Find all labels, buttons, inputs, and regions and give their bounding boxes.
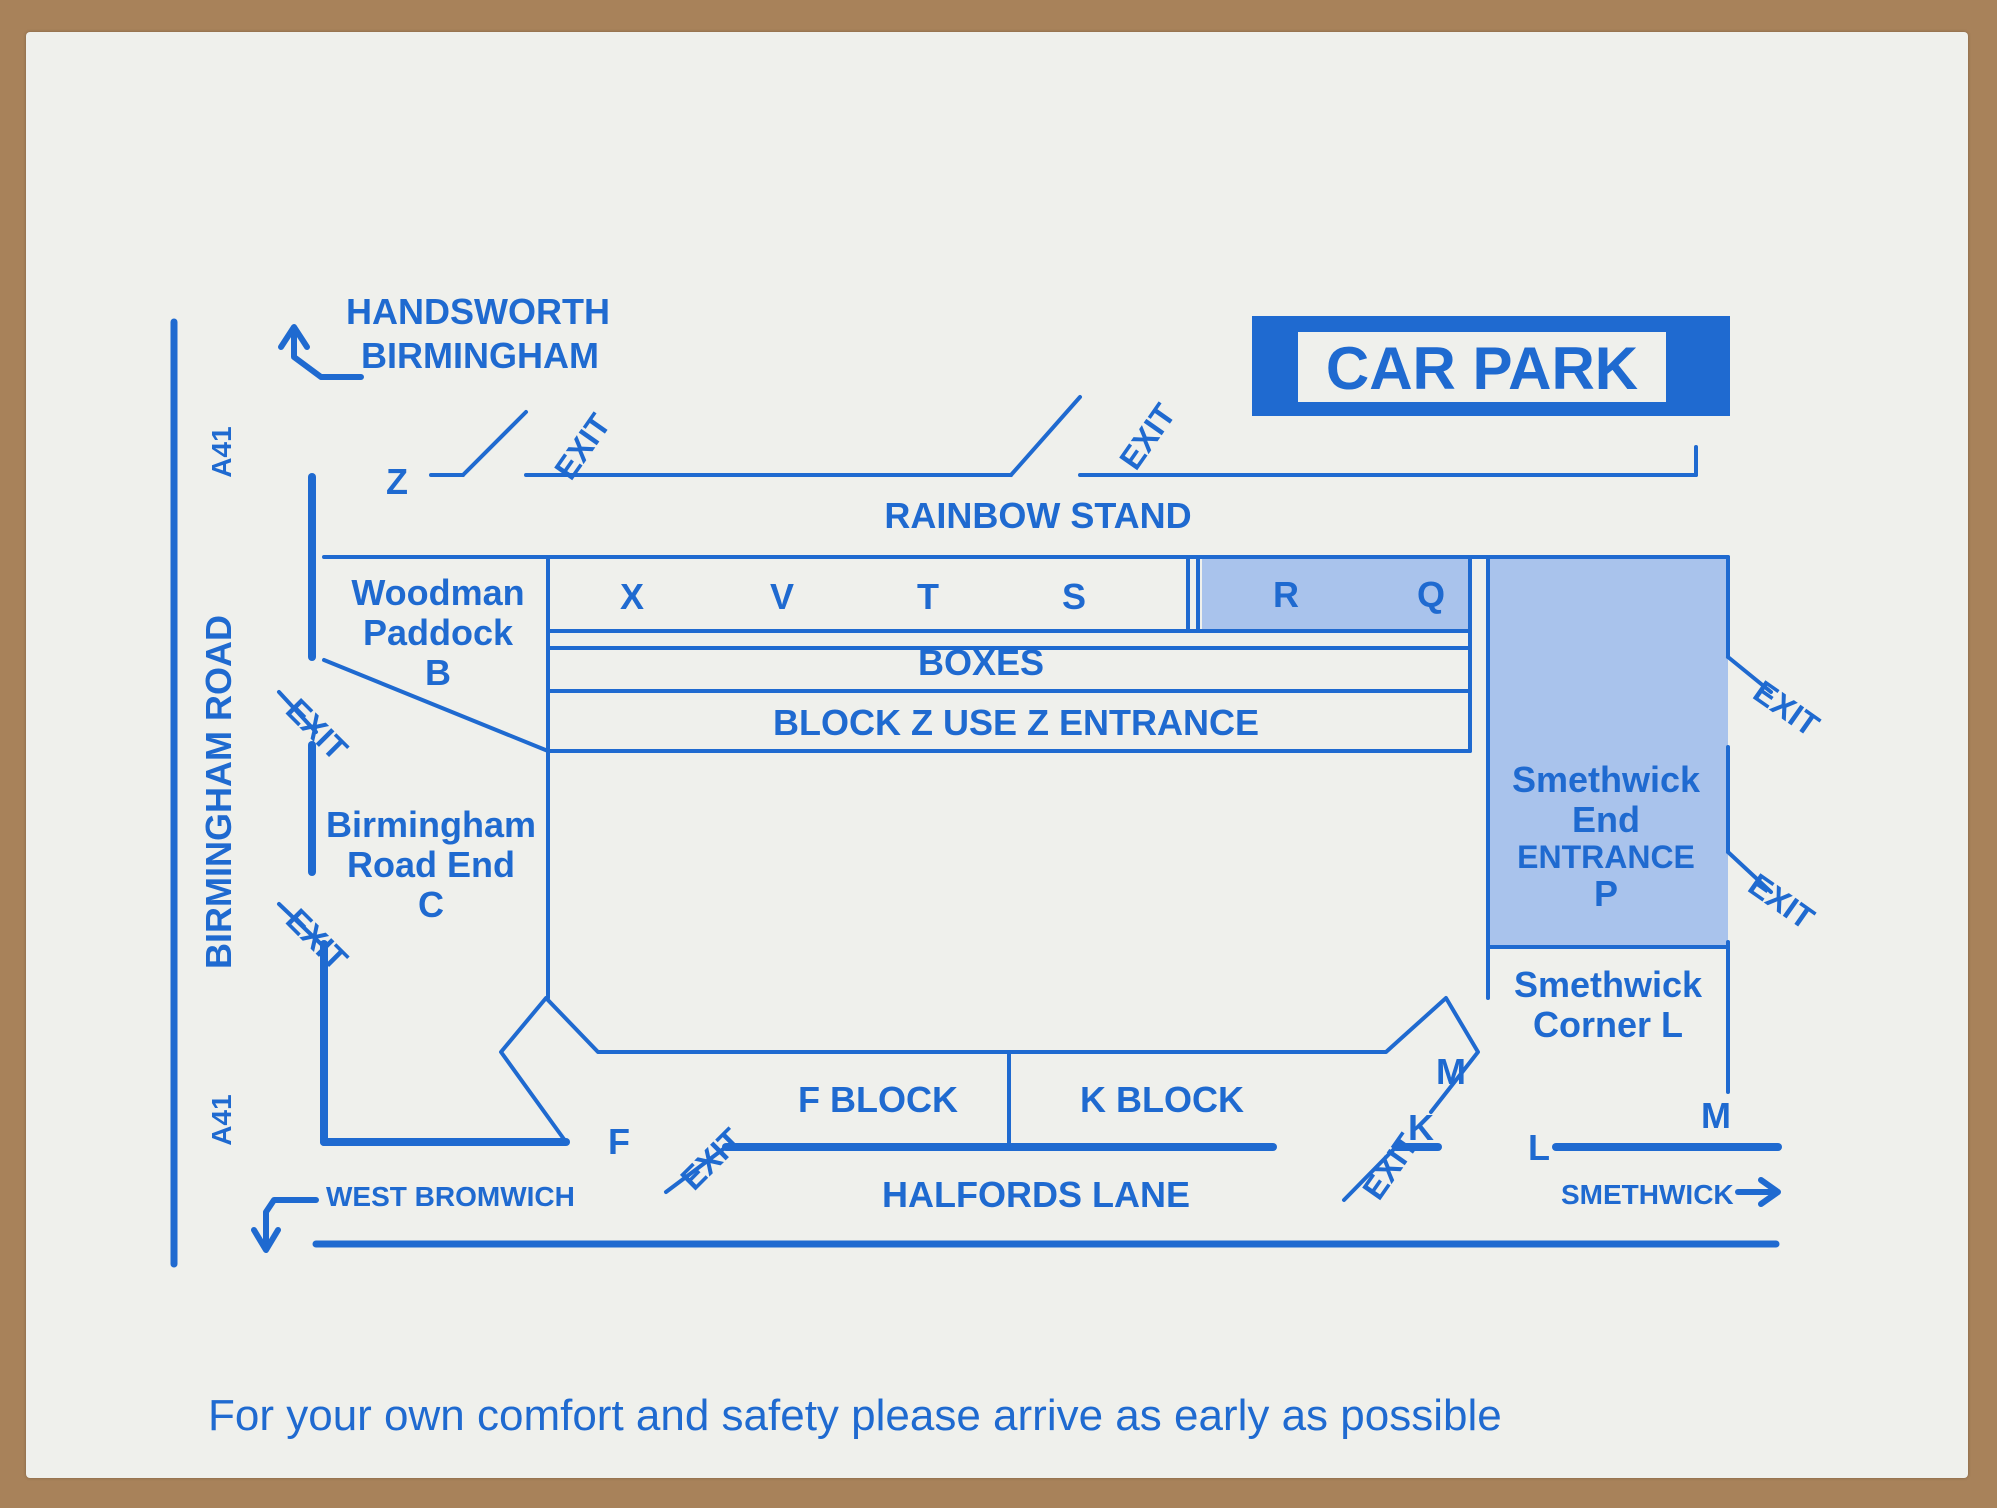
exit-top-right: EXIT (1112, 397, 1183, 476)
footer-message: For your own comfort and safety please a… (208, 1391, 1502, 1440)
rainbow-stand-label: RAINBOW STAND (884, 495, 1191, 536)
a41-bottom-label: A41 (206, 1094, 237, 1145)
block-v: V (770, 576, 794, 617)
woodman-diagonal (322, 658, 550, 753)
direction-west-bromwich: WEST BROMWICH (326, 1181, 575, 1212)
smethwick-corner-line-2: Corner L (1533, 1004, 1683, 1045)
exit-slash-right-lower (1726, 850, 1773, 894)
brend-line-1: Birmingham (326, 804, 536, 845)
woodman-line-3: B (425, 652, 451, 693)
smethwick-corner-line-1: Smethwick (1514, 964, 1703, 1005)
car-park-badge-inner (1298, 332, 1666, 402)
entrance-f: F (608, 1121, 630, 1162)
smethwick-end-line-1: Smethwick (1512, 759, 1701, 800)
smethwick-end-line-2: End (1572, 799, 1640, 840)
entrance-m-outer: M (1701, 1095, 1731, 1136)
smethwick-end-line-3: ENTRANCE (1517, 839, 1695, 875)
block-z-label: BLOCK Z USE Z ENTRANCE (773, 702, 1259, 743)
block-s: S (1062, 576, 1086, 617)
block-x: X (620, 576, 644, 617)
exit-slash-bottom-right (1342, 1145, 1398, 1202)
car-park-title: CAR PARK (1326, 335, 1638, 402)
brend-line-2: Road End (347, 844, 515, 885)
block-t: T (917, 576, 939, 617)
exit-slash-top-left (461, 410, 528, 477)
exit-slash-left-lower (277, 902, 323, 946)
f-block-label: F BLOCK (798, 1079, 958, 1120)
direction-smethwick: SMETHWICK (1561, 1179, 1734, 1210)
entrance-z: Z (386, 461, 408, 502)
halfords-lane-label: HALFORDS LANE (882, 1174, 1190, 1215)
exit-slash-top-right (1009, 395, 1082, 477)
stadium-map: CAR PARK HANDSWORTH BIRMINGHAM WEST BROM… (170, 291, 1826, 1440)
exit-bottom-left: EXIT (673, 1121, 749, 1197)
block-q: Q (1417, 574, 1445, 615)
smethwick-end-line-4: P (1594, 873, 1618, 914)
direction-handsworth: HANDSWORTH (346, 291, 610, 332)
arrow-west-shaft (263, 1197, 319, 1245)
a41-top-label: A41 (206, 426, 237, 477)
block-r: R (1273, 574, 1299, 615)
woodman-line-2: Paddock (363, 612, 514, 653)
south-arrow-icon (251, 1227, 281, 1253)
exit-slash-bottom-left (664, 1145, 728, 1194)
f-corner-path (499, 996, 1480, 1144)
woodman-line-1: Woodman (351, 572, 524, 613)
boxes-label: BOXES (918, 642, 1044, 683)
entrance-k: K (1408, 1107, 1434, 1148)
brend-line-3: C (418, 884, 444, 925)
arrow-north-shaft (291, 329, 364, 380)
entrance-m-inner: M (1436, 1051, 1466, 1092)
exit-slash-left-upper (277, 690, 318, 734)
east-arrow-icon (1758, 1177, 1781, 1207)
entrance-l: L (1528, 1127, 1550, 1168)
north-arrow-icon (278, 324, 310, 350)
direction-birmingham: BIRMINGHAM (361, 335, 599, 376)
shaded-block-area (1202, 557, 1470, 631)
birmingham-road-label: BIRMINGHAM ROAD (198, 615, 239, 969)
exit-slash-right-upper (1726, 655, 1773, 694)
ticket: CAR PARK HANDSWORTH BIRMINGHAM WEST BROM… (26, 32, 1968, 1478)
k-block-label: K BLOCK (1080, 1079, 1244, 1120)
smethwick-end-area (1488, 557, 1728, 947)
